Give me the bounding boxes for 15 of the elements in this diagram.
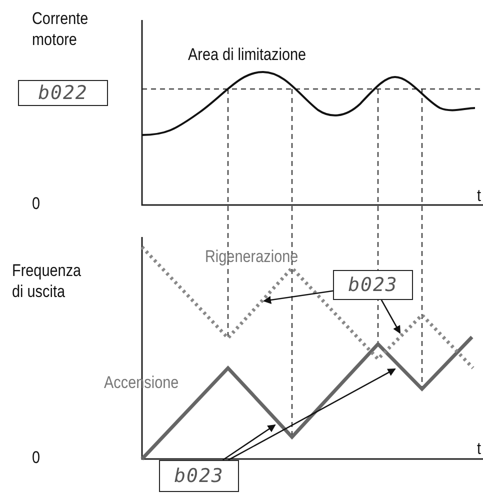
axis-label: Corrente motore xyxy=(32,8,90,50)
curve-label: Rigenerazione xyxy=(205,246,298,267)
leader-arrow xyxy=(222,424,276,461)
axis-value: 0 xyxy=(32,193,40,214)
parameter-display-box: b023 xyxy=(159,460,239,492)
axis-label: t xyxy=(477,438,482,459)
leader-arrow xyxy=(380,300,401,334)
parameter-display-box: b022 xyxy=(18,80,108,106)
axis-value: 0 xyxy=(32,447,40,468)
leader-arrow xyxy=(228,368,396,461)
region-label: Area di limitazione xyxy=(188,44,306,65)
parameter-display-box: b023 xyxy=(333,270,413,300)
axis-label: t xyxy=(477,185,482,206)
leader-arrow xyxy=(263,290,334,304)
axis-label: Frequenza di uscita xyxy=(12,260,82,302)
